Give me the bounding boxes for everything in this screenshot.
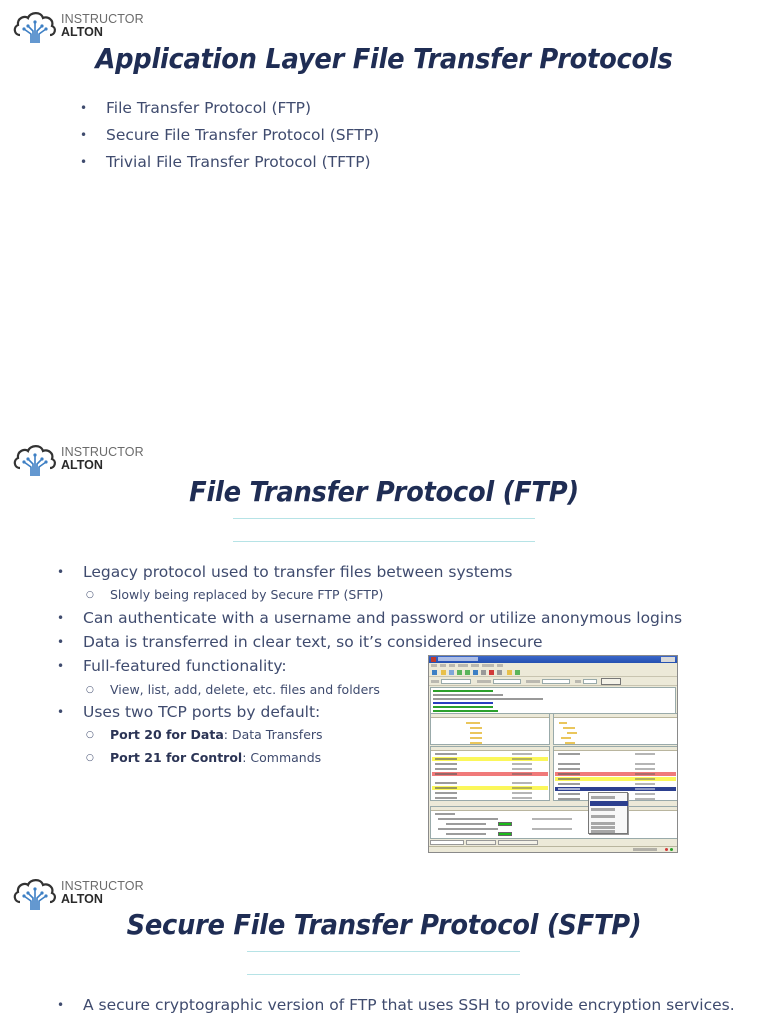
local-tree-pane	[430, 713, 550, 745]
brand-line2: ALTON	[61, 25, 103, 39]
cloud-circuit-icon	[13, 879, 56, 910]
title-divider	[247, 974, 520, 975]
cloud-circuit-icon	[13, 445, 56, 476]
bullet-dot-icon: •	[57, 659, 65, 673]
tab-successful-transfers	[498, 840, 538, 845]
circle-bullet-icon: ○	[86, 753, 94, 763]
menu-bar	[429, 663, 677, 668]
circle-bullet-icon: ○	[86, 590, 94, 600]
bullet-dot-icon: •	[80, 128, 88, 142]
bullet-dot-icon: •	[57, 705, 65, 719]
slide2-subbullet-port21: ○ Port 21 for Control: Commands	[86, 750, 322, 765]
brand-line1: INSTRUCTOR	[61, 445, 144, 459]
slide1-title: Application Layer File Transfer Protocol…	[95, 42, 673, 75]
bullet-dot-icon: •	[57, 565, 65, 579]
slide1-bullet-1: • File Transfer Protocol (FTP)	[80, 99, 312, 117]
bullet-dot-icon: •	[80, 155, 88, 169]
quickconnect-bar	[429, 677, 677, 686]
ftp-client-screenshot	[428, 655, 678, 853]
local-file-list	[430, 746, 550, 801]
slide2-bullet-2: • Can authenticate with a username and p…	[57, 609, 683, 627]
title-divider	[247, 951, 520, 952]
slide2-title: File Transfer Protocol (FTP)	[189, 475, 579, 508]
brand-line1: INSTRUCTOR	[61, 879, 144, 893]
cloud-circuit-icon	[13, 12, 56, 43]
slide2-bullet-1: • Legacy protocol used to transfer files…	[57, 563, 513, 581]
remote-tree-pane	[553, 713, 677, 745]
tab-failed-transfers	[466, 840, 496, 845]
slide3-title: Secure File Transfer Protocol (SFTP)	[126, 908, 642, 941]
circle-bullet-icon: ○	[86, 685, 94, 695]
slide1-bullet-3: • Trivial File Transfer Protocol (TFTP)	[80, 153, 371, 171]
transfer-queue	[430, 806, 677, 839]
slide2-subbullet-port20: ○ Port 20 for Data: Data Transfers	[86, 727, 323, 742]
instructor-alton-logo: INSTRUCTOR ALTON	[12, 442, 144, 478]
toolbar	[429, 668, 677, 677]
message-log	[430, 687, 676, 714]
title-divider	[233, 541, 535, 542]
tab-queued-files	[430, 840, 464, 845]
slide2-bullet-3: • Data is transferred in clear text, so …	[57, 633, 543, 651]
title-divider	[233, 518, 535, 519]
brand-line2: ALTON	[61, 458, 103, 472]
remote-file-list	[553, 746, 677, 801]
instructor-alton-logo: INSTRUCTOR ALTON	[12, 9, 144, 45]
bullet-dot-icon: •	[57, 635, 65, 649]
instructor-alton-logo: INSTRUCTOR ALTON	[12, 876, 144, 912]
window-buttons	[661, 657, 675, 662]
queue-tabs	[430, 840, 550, 845]
slide2-subbullet-1: ○ Slowly being replaced by Secure FTP (S…	[86, 587, 384, 602]
status-bar	[429, 846, 677, 852]
slide3-bullet-1: • A secure cryptographic version of FTP …	[57, 996, 735, 1014]
bullet-dot-icon: •	[57, 998, 65, 1012]
slide2-bullet-5: • Uses two TCP ports by default:	[57, 703, 321, 721]
app-icon	[431, 657, 436, 662]
slide1-bullet-2: • Secure File Transfer Protocol (SFTP)	[80, 126, 380, 144]
window-titlebar	[429, 656, 677, 663]
brand-line2: ALTON	[61, 892, 103, 906]
brand-line1: INSTRUCTOR	[61, 12, 144, 26]
bullet-dot-icon: •	[80, 101, 88, 115]
slide2-bullet-4: • Full-featured functionality:	[57, 657, 287, 675]
bullet-dot-icon: •	[57, 611, 65, 625]
context-menu	[588, 792, 628, 834]
slide2-subbullet-2: ○ View, list, add, delete, etc. files an…	[86, 682, 380, 697]
circle-bullet-icon: ○	[86, 730, 94, 740]
